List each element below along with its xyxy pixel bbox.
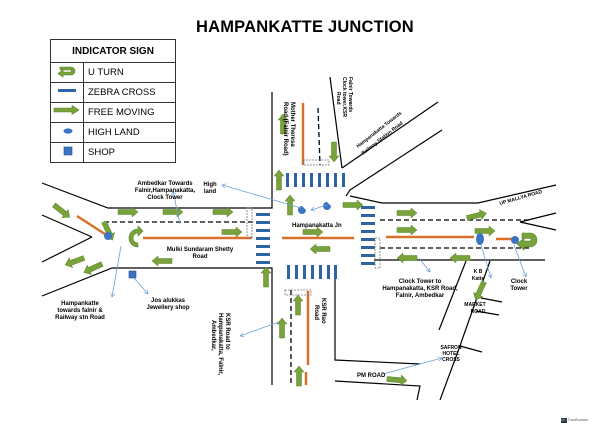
label-clock-tower-to-2: Hampanakatta, KSR Road, [382,286,458,292]
orange-medians [76,103,512,385]
arrow-ksr-up-2 [276,317,288,339]
label-clock-tower-2: Tower [510,286,528,292]
label-ambedkar-3: Clock Tower [147,195,183,201]
arrow-jn-left [309,243,331,255]
arrow-right-road-1 [396,207,418,219]
arrow-right-road-2 [396,224,418,236]
label-safron-3: CROSS [442,357,460,363]
zebra-top [286,173,345,187]
market-road-edge1 [480,297,503,303]
arrow-ksr-up-1 [292,294,304,316]
label-safron-2: HOTEL [443,351,460,357]
railway-road-edge [345,129,443,197]
label-clock-tower-to-1: Clock Tower to [399,279,442,285]
up-mallya-inner-edge [519,212,557,231]
label-mother-theresa-1: Mother Theresa [289,102,295,147]
pointer-lines [112,185,526,375]
arrow-exit-1 [63,253,86,270]
arrow-mulki-left [151,255,173,267]
label-mulki-2: Road [193,254,208,260]
arrow-jn-turn-right [342,199,364,211]
label-high-land-2: land [204,189,217,195]
market-road-edge2 [475,310,500,316]
arrow-top-down [328,141,340,163]
zebra-left [256,213,270,264]
high-land-kb [476,233,484,245]
label-falnir-towards-1: Falnir Towards [347,77,353,112]
arrow-right-road-left-1 [396,252,418,264]
ksr-road-right-edge [334,272,421,365]
zebra-bottom [287,265,337,279]
u-turn-icon [50,62,84,83]
label-mother-theresa-2: Road (Falnir Road) [282,102,288,156]
high-land-jn-2 [323,202,331,210]
arrow-bottom-turn [293,365,305,387]
top-road-right-edge [329,76,343,169]
watermark-text: CamScanner [568,417,589,422]
arrow-right-road-left-2 [449,252,471,264]
left-road-lower-edge2 [41,236,93,263]
arrow-right-road-3 [465,208,488,224]
u-turn-right [516,232,538,251]
label-kb-1: K B [474,269,483,275]
left-road-lower-edge1 [41,214,93,238]
label-jos-2: Jewellery shop [146,305,189,311]
label-high-land-1: High [203,182,217,188]
label-kb-2: Katte [472,276,485,282]
label-safron-1: SAFRON [440,345,462,351]
camscanner-logo-icon: CS [561,417,567,423]
pm-road-edge [334,380,421,401]
u-turn-left [128,225,144,248]
top-road-branch [341,101,439,169]
legend-label-shop: SHOP [83,142,176,163]
label-ambedkar-1: Ambedkar Towards [137,181,193,187]
label-clock-tower-to-3: Falnir, Ambedkar [396,293,445,299]
legend-table: INDICATOR SIGN U TURN ZEBRA CROSS FREE M… [50,39,176,163]
label-junction: Hampanakatta Jn [292,223,342,229]
arrow-exit-2 [81,259,105,278]
label-jos-1: Jos alukkas [151,298,186,304]
arrow-bottom-left-turn [260,266,272,288]
label-ksr-to-2: Hampanakatta, Falnir, [217,313,223,375]
label-clock-tower-1: Clock [511,279,528,285]
zebra-right [361,206,375,265]
label-market-1: MARKET [464,302,485,308]
label-hampankatte-towards-1: Hampankatte [61,301,99,307]
road-edges [41,76,557,401]
label-ksr-to-1: KSR Road to [224,313,230,350]
left-road-bottom-edge [41,267,273,385]
left-road-top-edge [41,92,273,209]
label-mulki-1: Mulki Sundaram Shetty [167,247,234,253]
camscanner-watermark: CS CamScanner [561,417,588,423]
kb-katte-left-edge [438,260,467,331]
label-ambedkar-2: Falnir,Hampanakatta, [135,188,196,194]
legend-header: INDICATOR SIGN [50,39,176,63]
label-hampankatte-towards-3: Railway stn Road [55,315,105,321]
arrow-left-road-4 [221,226,243,238]
label-up-mallya: UP MALLYA ROAD [499,189,543,207]
right-road-top-edge [349,184,557,204]
shop-jos-alukkas [128,270,137,279]
high-land-clock-tower [511,236,519,244]
high-land-left [104,232,112,240]
free-moving-arrows [50,113,496,387]
kb-katte-right-edge [439,260,491,401]
label-hampankatte-towards-2: towards falnir & [57,308,103,314]
page-title: HAMPANKATTE JUNCTION [196,18,414,36]
arrow-entry-diag [50,200,74,222]
label-ksr-to-3: Ambedkar, [210,320,216,351]
label-falnir-towards-3: Road [335,92,341,105]
label-ksr-rao-1: KSR Rao [320,298,326,324]
label-ksr-rao-2: Road [313,305,319,320]
arrow-top-left-up [273,169,285,191]
safron-edge [459,345,483,353]
label-market-2: ROAD [471,309,486,315]
label-falnir-towards-2: Clock tower,KSR [341,77,347,117]
label-pm-road: PM ROAD [357,373,386,379]
